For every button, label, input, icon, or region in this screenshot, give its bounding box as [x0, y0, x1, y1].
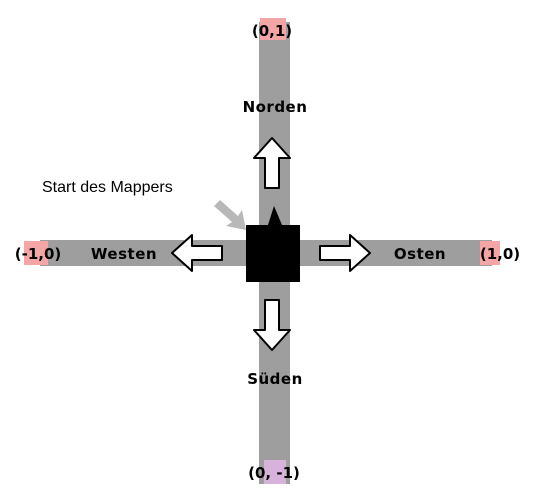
south-coord-open: (: [248, 464, 255, 482]
west-label: Westen: [91, 245, 157, 263]
arrow-up-icon: [253, 137, 291, 189]
north-coord-label: (0,1): [252, 22, 292, 40]
south-coord-sep: ,: [265, 464, 276, 482]
west-coord-x: -1: [22, 245, 39, 263]
west-coord-sep: ,: [38, 245, 44, 263]
arrow-right-icon: [319, 234, 371, 272]
west-coord-close: ): [54, 245, 61, 263]
east-label: Osten: [394, 245, 446, 263]
east-coord-open: (: [480, 245, 487, 263]
arrow-left-icon: [171, 234, 223, 272]
east-coord-sep: ,: [497, 245, 503, 263]
south-coord-y: -1: [276, 464, 293, 482]
south-coord-close: ): [293, 464, 300, 482]
north-coord-highlight: [260, 18, 286, 40]
east-coord-x: 1: [487, 245, 497, 263]
mapper-start-marker: [246, 206, 300, 282]
south-coord-highlight: [264, 460, 286, 484]
north-coord-y: 1: [275, 22, 285, 40]
south-label: Süden: [247, 370, 303, 388]
west-coord-label: (-1,0): [15, 245, 62, 263]
west-coord-open: (: [15, 245, 22, 263]
north-coord-close: ): [285, 22, 292, 40]
arrow-down-icon: [253, 299, 291, 351]
east-coord-highlight: [480, 241, 500, 265]
east-coord-y: 0: [503, 245, 513, 263]
start-note: Start des Mappers: [42, 179, 173, 196]
east-coord-close: ): [513, 245, 520, 263]
north-label: Norden: [243, 98, 308, 116]
east-coord-label: (1,0): [480, 245, 520, 263]
pointer-arrow-icon: [214, 200, 246, 230]
north-coord-open: (: [252, 22, 259, 40]
west-coord-y: 0: [44, 245, 54, 263]
south-coord-x: 0: [255, 464, 265, 482]
south-coord-label: (0, -1): [248, 464, 300, 482]
west-coord-highlight: [24, 241, 48, 265]
north-coord-sep: ,: [269, 22, 275, 40]
north-coord-x: 0: [259, 22, 269, 40]
